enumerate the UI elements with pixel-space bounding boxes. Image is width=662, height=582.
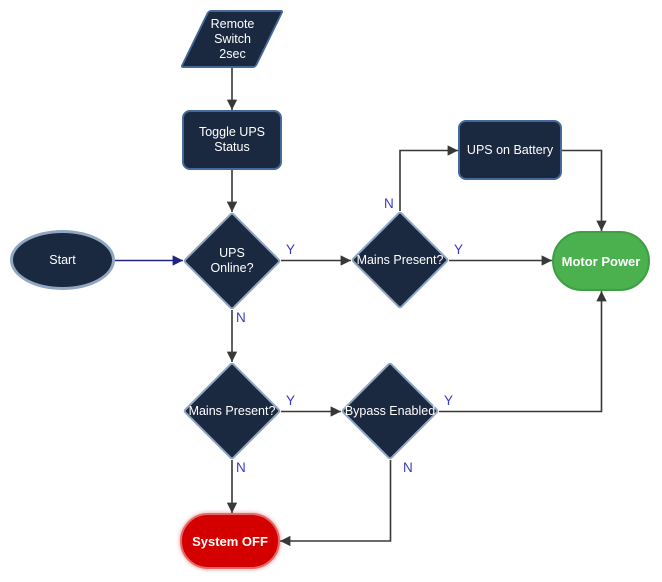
- node-ups-on-battery-label: UPS on Battery: [460, 122, 560, 178]
- edge-battery-to-motor: [562, 149, 607, 231]
- node-toggle-ups-status-label: Toggle UPS Status: [184, 112, 280, 168]
- edge-label-mains-bottom-no: N: [236, 460, 246, 475]
- edge-label-mains-top-yes: Y: [454, 242, 464, 257]
- node-motor-power-label: Motor Power: [554, 233, 648, 289]
- node-mains-present-top-decision: Mains Present?: [350, 210, 450, 310]
- node-ups-on-battery: UPS on Battery: [458, 120, 562, 180]
- diamond-shape: [182, 211, 282, 311]
- node-start-label: Start: [13, 233, 112, 287]
- label-line: Status: [214, 140, 250, 154]
- node-mains-present-bottom-decision: Mains Present?: [182, 361, 282, 461]
- edge-bypass-no-to-off: [280, 460, 392, 547]
- node-motor-power: Motor Power: [552, 231, 650, 291]
- diamond-shape: [182, 361, 282, 461]
- diamond-shape: [340, 361, 440, 461]
- node-remote-switch: Remote Switch 2sec: [179, 10, 285, 68]
- edge-label-bypass-no: N: [403, 460, 413, 475]
- parallelogram-shape: [179, 10, 285, 68]
- label-line: Motor Power: [561, 253, 641, 269]
- edge-label-mains-top-no: N: [384, 196, 394, 211]
- label-line: System OFF: [192, 533, 268, 549]
- node-bypass-enabled-decision: Bypass Enabled: [340, 361, 440, 461]
- node-start: Start: [10, 230, 115, 290]
- node-system-off-label: System OFF: [182, 515, 278, 567]
- edge-label-ups-online-no: N: [236, 310, 246, 325]
- label-line: Toggle UPS: [198, 125, 265, 139]
- diamond-shape: [350, 210, 450, 310]
- edge-bypass-yes-to-motor: [439, 291, 607, 413]
- edge-label-bypass-yes: Y: [444, 393, 454, 408]
- edge-label-ups-online-yes: Y: [286, 242, 296, 257]
- node-system-off: System OFF: [180, 513, 280, 569]
- edge-label-mains-bottom-yes: Y: [286, 393, 296, 408]
- node-ups-online-decision: UPS Online?: [182, 211, 282, 311]
- label-line: UPS on Battery: [466, 142, 554, 157]
- edge-mains-top-no-to-battery: [399, 145, 458, 211]
- node-toggle-ups-status: Toggle UPS Status: [182, 110, 282, 170]
- label-line: Start: [49, 252, 76, 267]
